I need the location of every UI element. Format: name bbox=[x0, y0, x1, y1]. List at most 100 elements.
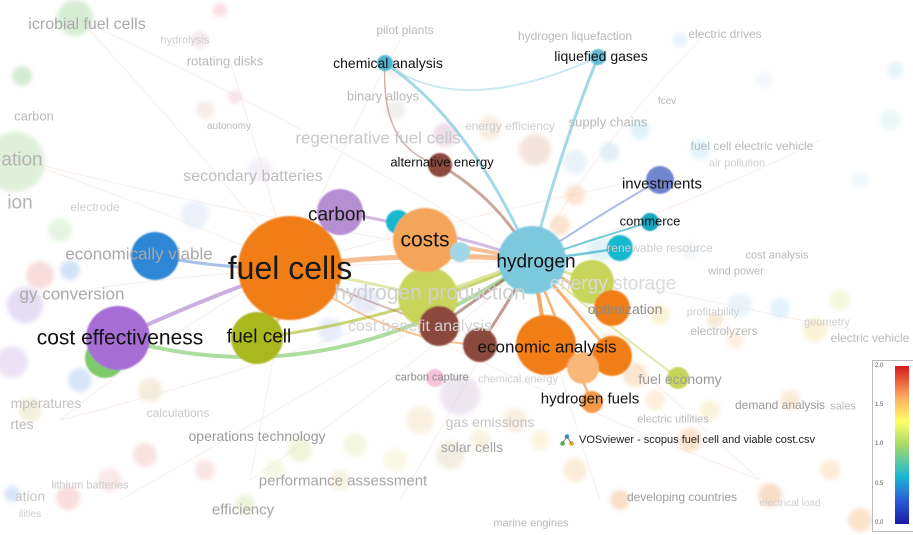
label-temperatures[interactable]: mperatures bbox=[10, 395, 82, 411]
link bbox=[384, 56, 599, 91]
node-economically-viable bbox=[131, 232, 179, 280]
label-supply-chains[interactable]: supply chains bbox=[568, 114, 648, 130]
label-carbon-capture[interactable]: carbon capture bbox=[395, 371, 469, 384]
label-regenerative-fuel-cells[interactable]: regenerative fuel cells bbox=[295, 128, 461, 148]
legend-tick: 2.0 bbox=[875, 363, 884, 369]
label-energy-storage[interactable]: energy storage bbox=[549, 273, 677, 295]
label-hydrogen[interactable]: hydrogen bbox=[496, 251, 576, 273]
label-microbial-fuel-cells[interactable]: icrobial fuel cells bbox=[28, 16, 146, 33]
label-demand-analysis[interactable]: demand analysis bbox=[734, 398, 826, 412]
label-energy-conversion[interactable]: gy conversion bbox=[19, 284, 125, 304]
label-lithium-batteries[interactable]: lithium batteries bbox=[51, 479, 129, 492]
legend-tick: 1.0 bbox=[875, 441, 884, 447]
label-fuel-economy[interactable]: fuel economy bbox=[638, 371, 722, 387]
node-alternative-energy bbox=[428, 153, 452, 177]
node-commerce bbox=[641, 213, 659, 231]
label-economically-viable[interactable]: economically viable bbox=[65, 244, 213, 264]
label-ites[interactable]: rtes bbox=[10, 416, 34, 432]
label-efficiency[interactable]: efficiency bbox=[211, 501, 275, 519]
node-liquefied-gases bbox=[590, 49, 606, 65]
label-commerce[interactable]: commerce bbox=[619, 213, 681, 229]
label-performance-assessment[interactable]: performance assessment bbox=[258, 472, 428, 490]
label-air-pollution[interactable]: air pollution bbox=[708, 157, 766, 170]
label-carbon-left[interactable]: carbon bbox=[14, 108, 54, 124]
label-autonomy[interactable]: autonomy bbox=[207, 121, 251, 132]
label-fcev[interactable]: fcev bbox=[657, 96, 677, 107]
label-ion[interactable]: ion bbox=[7, 192, 33, 214]
node-economic-analysis-3 bbox=[567, 352, 599, 384]
label-hydrogen-fuels[interactable]: hydrogen fuels bbox=[540, 390, 640, 408]
node-chemical-analysis bbox=[377, 55, 393, 71]
label-electrode[interactable]: electrode bbox=[70, 200, 120, 214]
label-sales[interactable]: sales bbox=[830, 400, 856, 413]
node-cost-benefit bbox=[419, 306, 459, 346]
node-brown-small bbox=[463, 328, 497, 362]
node-fuel-cell bbox=[231, 312, 283, 364]
label-cost-effectiveness[interactable]: cost effectiveness bbox=[36, 326, 204, 350]
label-fuel-cells[interactable]: fuel cells bbox=[227, 250, 353, 286]
label-ation2[interactable]: ation bbox=[14, 488, 46, 504]
color-scale-legend: 2.0 1.5 1.0 0.5 0.0 bbox=[872, 360, 913, 532]
label-hydrolysis[interactable]: hydrolysis bbox=[160, 34, 210, 47]
label-ilities[interactable]: ilities bbox=[18, 509, 42, 520]
label-cost-benefit-analysis[interactable]: cost benefit analysis bbox=[347, 318, 493, 335]
label-fuel-cell[interactable]: fuel cell bbox=[226, 326, 292, 348]
foreground-nodes bbox=[85, 49, 689, 413]
label-operations-technology[interactable]: operations technology bbox=[188, 428, 326, 444]
node-renewable bbox=[607, 235, 633, 261]
label-energy-efficiency[interactable]: energy efficiency bbox=[465, 119, 555, 133]
legend-tick: 0.5 bbox=[875, 481, 884, 487]
node-hydrogen bbox=[498, 226, 566, 294]
node-fuel-cells bbox=[238, 216, 342, 320]
label-marine-engines[interactable]: marine engines bbox=[493, 517, 569, 530]
label-economic-analysis[interactable]: economic analysis bbox=[477, 337, 617, 357]
color-scale-bar bbox=[895, 366, 909, 524]
node-economic-analysis bbox=[516, 315, 576, 375]
label-wind-power[interactable]: wind power bbox=[708, 265, 764, 278]
legend-tick: 1.5 bbox=[875, 402, 884, 408]
label-ation[interactable]: ation bbox=[1, 149, 43, 171]
label-hydrogen-production[interactable]: hydrogen production bbox=[334, 281, 526, 305]
vosviewer-watermark: VOSviewer - scopus fuel cell and viable … bbox=[560, 434, 815, 446]
node-carbon-capture bbox=[426, 369, 444, 387]
link bbox=[116, 258, 534, 360]
label-profitability[interactable]: profitability bbox=[686, 306, 740, 319]
label-fuel-cell-electric-vehicle[interactable]: fuel cell electric vehicle bbox=[690, 139, 814, 153]
label-renewable-resource[interactable]: renewable resource bbox=[607, 241, 713, 255]
label-solar-cells[interactable]: solar cells bbox=[440, 439, 504, 455]
label-cost-analysis[interactable]: cost analysis bbox=[745, 249, 809, 262]
label-pilot-plants[interactable]: pilot plants bbox=[376, 23, 434, 37]
label-optimization[interactable]: optimization bbox=[587, 301, 663, 317]
label-electric-utilities[interactable]: electric utilities bbox=[637, 413, 709, 426]
label-electrical-load[interactable]: electrical load bbox=[759, 498, 821, 509]
label-electrolyzers[interactable]: electrolyzers bbox=[690, 324, 758, 338]
legend-tick: 0.0 bbox=[875, 520, 884, 526]
label-rotating-disks[interactable]: rotating disks bbox=[186, 53, 264, 69]
node-optimization bbox=[594, 290, 630, 326]
label-developing-countries[interactable]: developing countries bbox=[626, 490, 738, 504]
node-fuel-economy bbox=[667, 367, 689, 389]
label-gas-emissions[interactable]: gas emissions bbox=[445, 414, 535, 430]
label-costs[interactable]: costs bbox=[400, 228, 450, 252]
watermark-text: VOSviewer - scopus fuel cell and viable … bbox=[579, 434, 815, 446]
label-alternative-energy[interactable]: alternative energy bbox=[390, 154, 494, 170]
label-investments[interactable]: investments bbox=[621, 175, 703, 193]
label-liquefied-gases[interactable]: liquefied gases bbox=[554, 48, 648, 64]
label-chemical-energy[interactable]: chemical energy bbox=[477, 373, 559, 386]
label-electric-drives[interactable]: electric drives bbox=[688, 27, 762, 41]
node-cost-effectiveness bbox=[86, 306, 150, 370]
label-electric-vehicle[interactable]: electric vehicle bbox=[830, 331, 910, 345]
node-economic-analysis-2 bbox=[592, 336, 632, 376]
label-binary-alloys[interactable]: binary alloys bbox=[346, 88, 420, 104]
link bbox=[383, 61, 534, 262]
node-hydrogen-small bbox=[450, 242, 470, 262]
label-carbon[interactable]: carbon bbox=[307, 204, 367, 226]
label-hydrogen-liquefaction[interactable]: hydrogen liquefaction bbox=[517, 29, 633, 43]
label-chemical-analysis[interactable]: chemical analysis bbox=[333, 55, 443, 71]
label-calculations[interactable]: calculations bbox=[146, 406, 210, 420]
label-geometry[interactable]: geometry bbox=[804, 316, 850, 329]
label-secondary-batteries[interactable]: secondary batteries bbox=[183, 168, 323, 185]
